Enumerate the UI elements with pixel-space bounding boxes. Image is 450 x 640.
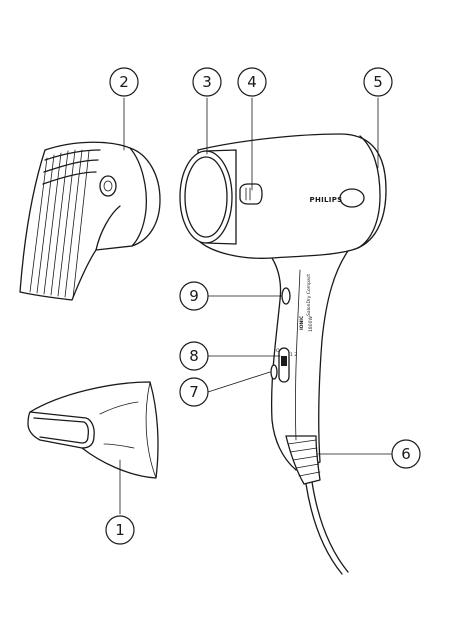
callout-6-label: 6 <box>401 445 411 463</box>
callout-9: 9 <box>179 281 209 311</box>
heat-switch <box>270 364 278 380</box>
callout-8-label: 8 <box>189 347 199 365</box>
callout-5: 5 <box>363 67 393 97</box>
callout-2-label: 2 <box>119 73 129 91</box>
callout-3-label: 3 <box>202 73 212 91</box>
callout-2: 2 <box>109 67 139 97</box>
model-label: SalonDry Compact <box>306 274 312 316</box>
brand-label: PHILIPS <box>310 196 343 204</box>
callout-5-label: 5 <box>373 73 383 91</box>
callout-4: 4 <box>237 67 267 97</box>
callout-4-label: 4 <box>247 73 257 91</box>
ionic-label: IONIC <box>299 315 305 330</box>
comb-attachment <box>19 141 161 301</box>
switch-off-label: O <box>276 348 280 354</box>
cool-shot-button <box>281 287 291 305</box>
switch-speed-label: 1 2 <box>290 352 297 358</box>
hairdryer: PHILIPS SalonDry Compact IONIC 1800W O 1… <box>179 133 387 575</box>
callout-3: 3 <box>192 67 222 97</box>
power-label: 1800W <box>308 316 314 332</box>
callout-9-label: 9 <box>189 287 199 305</box>
callout-8: 8 <box>179 341 209 371</box>
concentrator-nozzle <box>27 381 159 479</box>
callout-leaders <box>119 97 393 515</box>
callout-6: 6 <box>391 439 421 469</box>
callout-1-label: 1 <box>115 521 125 539</box>
callout-7: 7 <box>179 377 209 407</box>
callout-1: 1 <box>105 515 135 545</box>
callout-7-label: 7 <box>189 383 199 401</box>
